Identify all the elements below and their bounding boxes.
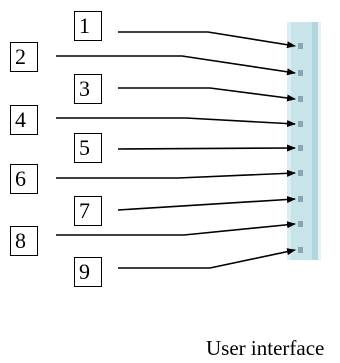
pin-socket — [298, 121, 303, 127]
pin-socket — [298, 96, 303, 102]
connector-pins — [298, 43, 303, 253]
leader-line-3 — [118, 87, 296, 102]
pin-label-7: 7 — [74, 196, 102, 226]
leader-line-7 — [117, 196, 296, 211]
leader-lines — [56, 31, 296, 269]
pin-socket — [298, 221, 303, 227]
leader-line-2 — [56, 55, 296, 76]
pin-label-1: 1 — [74, 11, 102, 41]
pin-socket — [298, 145, 303, 151]
pin-label-2: 2 — [10, 42, 38, 72]
leader-line-6 — [56, 169, 296, 179]
connector-body — [287, 22, 321, 260]
leader-line-1 — [118, 31, 296, 49]
pin-label-9: 9 — [74, 257, 102, 287]
pin-socket — [298, 247, 303, 253]
pin-label-8: 8 — [10, 226, 38, 256]
pin-socket — [298, 170, 303, 176]
leader-line-8 — [56, 221, 296, 236]
connector-diagram — [56, 22, 321, 269]
diagram-caption: User interface — [206, 336, 325, 360]
leader-line-9 — [118, 248, 296, 269]
pin-label-3: 3 — [74, 74, 102, 104]
pin-label-5: 5 — [74, 133, 102, 163]
leader-line-4 — [56, 117, 296, 128]
leader-line-5 — [117, 144, 296, 152]
pin-socket — [298, 43, 303, 49]
pin-label-6: 6 — [10, 164, 38, 194]
pin-label-4: 4 — [10, 105, 38, 135]
pin-socket — [298, 70, 303, 76]
pin-socket — [298, 196, 303, 202]
